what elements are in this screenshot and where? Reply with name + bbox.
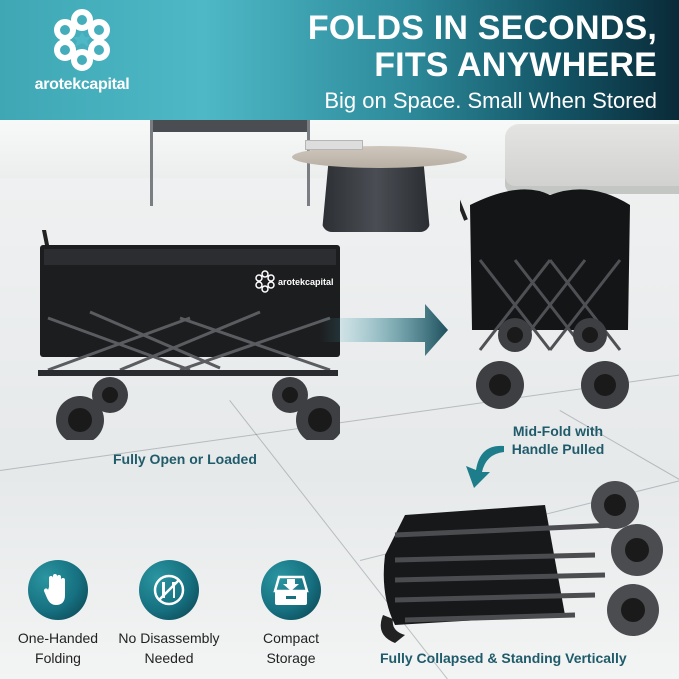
arrow-right-icon: [320, 304, 448, 356]
caption-mid-fold-line-1: Mid-Fold with: [512, 423, 604, 439]
wheel: [92, 377, 128, 413]
header-banner: arotekcapital FOLDS IN SECONDS, FITS ANY…: [0, 0, 679, 120]
brand-name: arotekcapital: [34, 76, 130, 93]
subheadline: Big on Space. Small When Stored: [324, 88, 657, 113]
headline-line-2: FITS ANYWHERE: [374, 46, 657, 84]
caption-fully-collapsed: Fully Collapsed & Standing Vertically: [380, 650, 627, 666]
wagon-fully-collapsed-image: [380, 481, 663, 643]
feature-compact-storage: Compact Storage: [235, 560, 347, 668]
wheel: [573, 318, 607, 352]
caption-fully-open: Fully Open or Loaded: [113, 451, 257, 467]
svg-text:arotekcapital: arotekcapital: [278, 277, 334, 287]
caption-mid-fold: Mid-Fold with Handle Pulled: [503, 422, 613, 458]
wheel: [611, 524, 663, 576]
curved-arrow-down-icon: [466, 445, 504, 488]
background-sofa: [505, 124, 679, 194]
wheel: [591, 481, 639, 529]
caption-mid-fold-line-2: Handle Pulled: [511, 441, 605, 457]
feature-list: One-Handed Folding No Disassembly Needed…: [0, 560, 340, 675]
flower-knot-icon: [54, 9, 110, 71]
background-chair-seat: [150, 118, 310, 132]
headline-block: FOLDS IN SECONDS, FITS ANYWHERE Big on S…: [308, 10, 657, 115]
feature-icon-disc: [261, 560, 321, 620]
wheel: [476, 361, 524, 409]
background-table-top: [292, 146, 467, 168]
wheel: [607, 584, 659, 636]
brand-logo: arotekcapital: [12, 8, 152, 94]
wheel: [272, 377, 308, 413]
feature-icon-disc: [139, 560, 199, 620]
wagon-fully-open-image: arotekcapital: [38, 230, 340, 440]
wheel: [498, 318, 532, 352]
feature-label-line-2: Needed: [144, 650, 194, 666]
wagon-handle: [380, 615, 405, 643]
feature-icon-disc: [28, 560, 88, 620]
feature-label-line-1: No Disassembly: [118, 630, 220, 646]
headline-line-1: FOLDS IN SECONDS,: [307, 9, 657, 47]
feature-label-line-2: Storage: [266, 650, 316, 666]
wheel: [56, 396, 104, 440]
feature-one-handed-folding: One-Handed Folding: [2, 560, 114, 668]
wheel: [296, 396, 340, 440]
background-chair: [150, 118, 310, 206]
feature-label-line-2: Folding: [35, 650, 81, 666]
no-tools-icon: [153, 574, 185, 606]
feature-label-line-1: Compact: [262, 630, 320, 646]
storage-drawer-icon: [273, 575, 309, 605]
background-table-base: [322, 162, 430, 232]
feature-no-disassembly: No Disassembly Needed: [113, 560, 225, 668]
feature-label-line-1: One-Handed: [17, 630, 99, 646]
background-books: [305, 140, 363, 150]
hand-icon: [43, 574, 65, 605]
wheel: [581, 361, 629, 409]
product-logo: arotekcapital: [255, 270, 334, 293]
wagon-mid-fold-image: [460, 189, 630, 409]
